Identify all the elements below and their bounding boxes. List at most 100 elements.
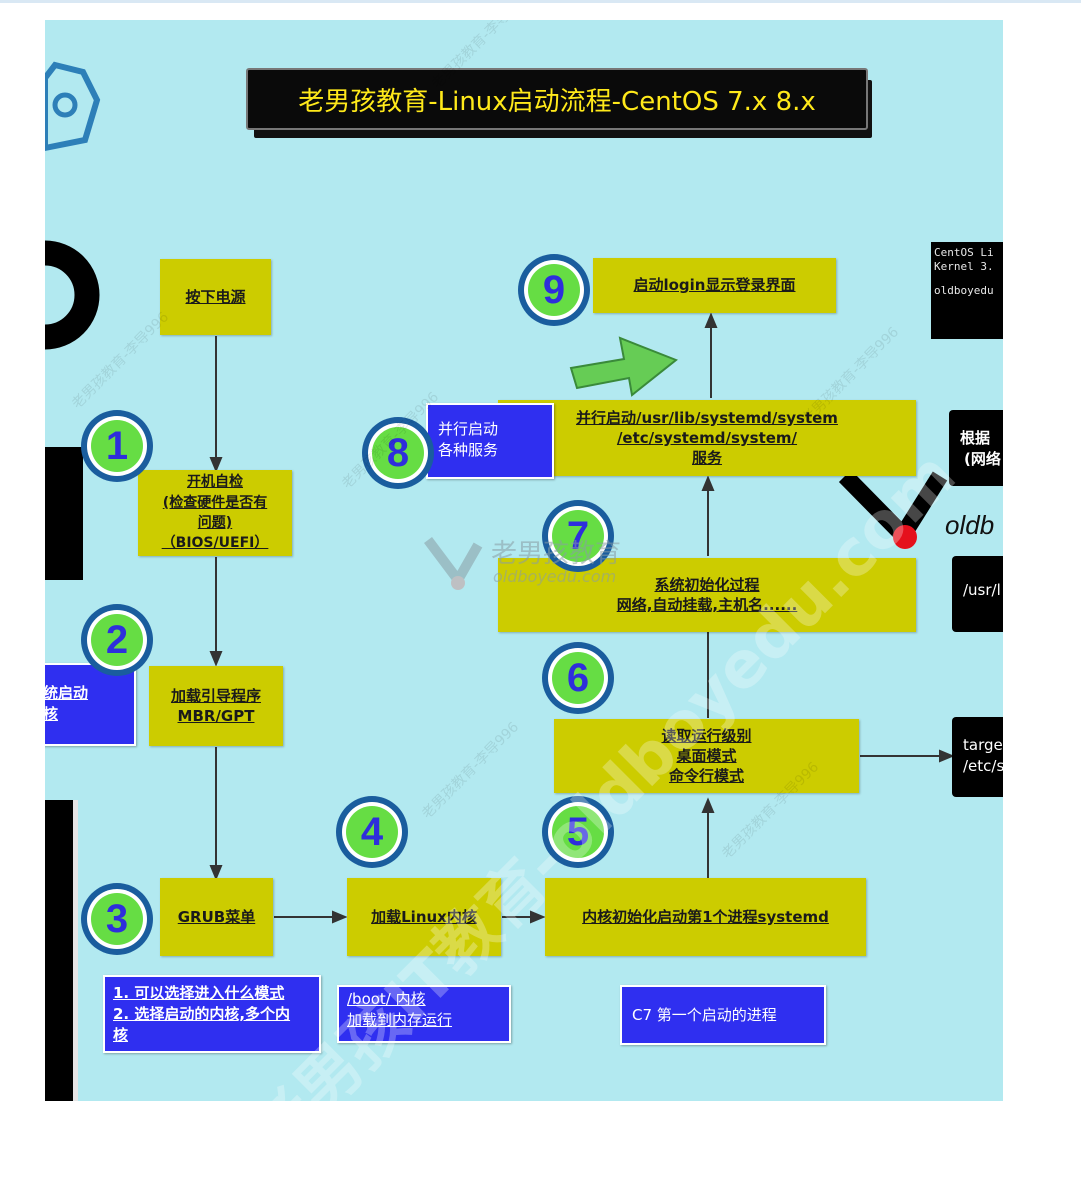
post-label: 开机自检 xyxy=(187,474,243,491)
terminal-line: Kernel 3. xyxy=(934,259,994,273)
runlevel-box: 读取运行级别 桌面模式 命令行模式 xyxy=(554,719,859,793)
page-title: 老男孩教育-Linux启动流程-CentOS 7.x 8.x xyxy=(246,68,868,130)
logo-url-text: oldboyedu.com xyxy=(493,567,617,586)
systemd-box: 内核初始化启动第1个进程systemd xyxy=(545,878,866,956)
boot-note: /boot/ 内核 加载到内存运行 xyxy=(337,985,511,1043)
runlevel-label: 桌面模式 xyxy=(676,746,737,765)
step-number: 5 xyxy=(566,809,590,854)
boot-note-line: /boot/ 内核 xyxy=(347,990,426,1008)
step-number: 6 xyxy=(566,655,590,700)
right-note-usr: /usr/l xyxy=(952,556,1003,632)
step-number: 3 xyxy=(105,896,129,941)
grub-note-line: 2. 选择启动的内核,多个内 xyxy=(113,1005,291,1023)
diagram-canvas: oldb 老男孩教育-Linux启动流程-CentOS 7.x 8.x Cent… xyxy=(45,20,1003,1101)
step-number: 8 xyxy=(386,430,410,475)
arrowhead-4 xyxy=(332,910,348,924)
left-blue-note-line: 统启动 xyxy=(45,684,89,702)
title-banner: 老男孩教育-Linux启动流程-CentOS 7.x 8.x xyxy=(246,68,872,138)
grub-label: GRUB菜单 xyxy=(177,907,256,926)
left-blue-note: 统启动 核 xyxy=(45,663,136,746)
right-note-line: (网络 xyxy=(964,450,1001,468)
load-kernel-box: 加载Linux内核 xyxy=(347,878,501,956)
step-badge-6: 6 xyxy=(538,638,618,718)
parallel-label: 并行启动/usr/lib/systemd/system xyxy=(576,408,838,427)
post-label: (检查硬件是否有 xyxy=(162,494,268,511)
c7-note: C7 第一个启动的进程 xyxy=(620,985,826,1045)
bootloader-label: MBR/GPT xyxy=(177,707,255,725)
step-number: 2 xyxy=(105,617,129,662)
bootloader-box: 加载引导程序 MBR/GPT xyxy=(149,666,283,746)
badge-circle-icon xyxy=(542,500,614,572)
badge-circle-icon xyxy=(81,410,153,482)
arrowhead-6 xyxy=(701,797,715,813)
power-on-label: 按下电源 xyxy=(185,287,246,306)
terminal-line: CentOS Li xyxy=(934,246,994,259)
badge-circle-icon xyxy=(81,604,153,676)
grub-note-line: 1. 可以选择进入什么模式 xyxy=(113,984,285,1002)
top-divider xyxy=(0,0,1081,3)
parallel-label: /etc/systemd/system/ xyxy=(616,428,798,447)
green-big-arrow xyxy=(569,336,678,397)
step-badge-8: 8 xyxy=(358,413,438,493)
terminal-line: oldboyedu xyxy=(934,283,994,297)
badge-circle-icon xyxy=(518,254,590,326)
parallel-note-line: 并行启动 xyxy=(438,420,499,438)
sysinit-label: 网络,自动挂载,主机名...... xyxy=(616,596,798,614)
right-note-line: targe xyxy=(963,736,1003,754)
arrowhead-1 xyxy=(209,457,223,473)
right-note-line: /etc/s xyxy=(963,757,1003,775)
badge-circle-icon xyxy=(336,796,408,868)
location-ring-icon xyxy=(52,92,78,118)
c7-note-label: C7 第一个启动的进程 xyxy=(632,1005,777,1024)
terminal-snippet: CentOS Li Kernel 3. oldboyedu xyxy=(931,242,1003,339)
right-note-line: 根据 xyxy=(960,429,991,447)
arrowhead-3 xyxy=(209,865,223,881)
arrowhead-7 xyxy=(701,475,715,491)
login-box: 启动login显示登录界面 xyxy=(593,258,836,313)
systemd-label: 内核初始化启动第1个进程systemd xyxy=(582,907,829,926)
power-on-box: 按下电源 xyxy=(160,259,271,335)
step-badge-1: 1 xyxy=(77,406,157,486)
logo-v-icon xyxy=(424,537,483,590)
left-blue-note-line: 核 xyxy=(45,704,134,725)
badge-circle-icon xyxy=(81,883,153,955)
parallel-label: 服务 xyxy=(691,449,722,468)
right-logo-text: oldb xyxy=(945,510,995,540)
right-note-line: /usr/l xyxy=(963,581,1001,599)
step-number: 9 xyxy=(542,267,566,312)
logo-cn-text: 老男孩教育 xyxy=(491,539,622,569)
step-badge-9: 9 xyxy=(514,250,594,330)
right-note-target: targe /etc/s xyxy=(952,717,1003,797)
arrowhead-9 xyxy=(939,749,955,763)
login-label: 启动login显示登录界面 xyxy=(633,276,796,295)
badge-circle-icon xyxy=(362,417,434,489)
grub-menu-box: GRUB菜单 xyxy=(160,878,273,956)
kernel-label: 加载Linux内核 xyxy=(371,907,477,926)
right-note-according: 根据 (网络 xyxy=(949,410,1003,486)
logo-red-dot xyxy=(893,525,917,549)
sysinit-label: 系统初始化过程 xyxy=(654,575,760,594)
post-label: （BIOS/UEFI） xyxy=(161,535,269,552)
arrowhead-2 xyxy=(209,651,223,667)
badge-circle-icon xyxy=(542,642,614,714)
step-badge-7: 7 xyxy=(538,496,618,576)
parallel-services-box: 并行启动/usr/lib/systemd/system /etc/systemd… xyxy=(498,400,916,476)
runlevel-label: 读取运行级别 xyxy=(661,726,752,745)
step-number: 1 xyxy=(105,423,129,468)
arrowhead-8 xyxy=(704,312,718,328)
diagram-shapes xyxy=(45,61,955,1101)
panel-edge xyxy=(73,800,78,1101)
center-logo: 老男孩教育 oldboyedu.com xyxy=(423,525,653,605)
parallel-note-line: 各种服务 xyxy=(438,441,499,459)
step-badge-5: 5 xyxy=(538,792,618,872)
step-badge-3: 3 xyxy=(77,879,157,959)
badge-circle-icon xyxy=(542,796,614,868)
step-number: 4 xyxy=(360,809,384,854)
bootloader-label: 加载引导程序 xyxy=(170,686,261,705)
step-badge-2: 2 xyxy=(77,600,157,680)
hexagon-shape xyxy=(45,61,101,152)
grub-note-line: 核 xyxy=(113,1026,129,1044)
step-badge-4: 4 xyxy=(332,792,412,872)
boot-note-line: 加载到内存运行 xyxy=(347,1011,453,1029)
arrowhead-5 xyxy=(530,910,546,924)
